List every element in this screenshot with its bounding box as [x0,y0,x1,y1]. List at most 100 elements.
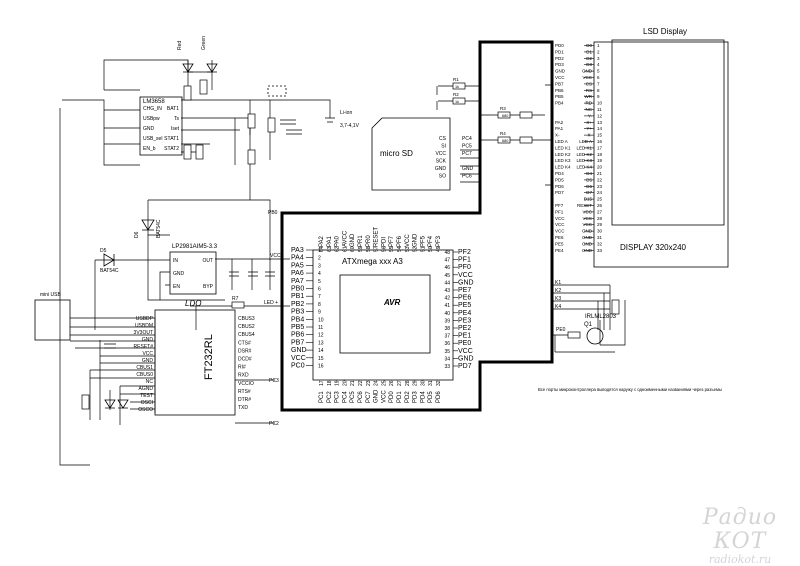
mcu-pin-number: 14 [318,348,324,354]
mcu-pin-name: PC1 [319,391,325,403]
ft232-name: FT232RL [203,334,215,380]
mcu-pin-number: 54 [397,246,403,252]
mcu-pin-name: PB6 [291,332,304,339]
mcu-pin-number: 25 [381,380,387,386]
mcu-pin-number: 11 [318,325,323,331]
mcu-frame [280,40,554,412]
ft232-pins-right: CBUS3CBUS2CBUS4CTS#DSR#DCD#RI#RXDVCCIORT… [238,316,255,411]
mcu-pin-number: 64 [319,246,325,252]
charger-pin-label: BAT1 [167,106,179,112]
mcu-pin-name: PA4 [291,255,304,262]
mcu-pin-name: PF0 [458,264,471,271]
capacitors [104,117,335,349]
mcu-pin-number: 23 [366,380,372,386]
ft232-pin-label: USBDP [136,316,154,322]
mcu-pin-number: 6 [318,287,321,293]
mcu-pin-name: PE6 [458,295,471,302]
mcu-pin-number: 49 [436,246,442,252]
sd-net-label: PC7 [462,151,472,157]
mcu-pin-name: PE7 [458,287,471,294]
mcu-pin-number: 41 [444,303,450,309]
display-net-label: PB7 [555,81,564,86]
resistor-ref: R2 [453,92,459,97]
mcu-pin-name: PC6 [358,391,364,403]
mcu-pin-number: 5 [318,279,321,285]
mcu-pin-name: AVCC [342,230,348,247]
resistor-value: 680 [502,114,508,118]
display-pin-number: 7 [597,81,600,86]
mcu-pin-number: 31 [428,380,434,386]
display-net-label: PE6 [555,235,564,240]
ft232-pin-label: DTR# [238,397,251,403]
sd-title: micro SD [380,149,413,158]
mcu-pin-number: 48 [444,250,450,256]
display-net-label: LED A [555,139,568,144]
mcu-pin-name: PF2 [458,249,471,256]
display-pin-label: VCC [582,75,592,80]
d5-ref: D5 [100,248,107,254]
charger-pin-label: USB_sel [143,136,162,142]
mcu-pin-name: PR1 [358,235,364,247]
sd-net-label: GND [462,166,474,172]
display-net-label: PE4 [555,248,564,253]
mcu-pins-bottom: PC117PC218PC319PC420PC521PC622PC723GND24… [319,380,442,403]
display-pin-label: X+ [586,120,592,125]
ft232-pin-label: AGND [139,386,154,392]
ft232-pin-label: CTS# [238,340,251,346]
backlight-line-label: K2 [555,288,561,294]
mcu-pin-name: VCC [291,355,306,362]
usb-label: mini USB [40,292,62,298]
sd-pin-label: GND [435,166,447,172]
mcu-pin-number: 62 [335,246,341,252]
display-pin-number: 11 [597,107,602,112]
mcu-pin-name: PE2 [458,325,471,332]
mcu-pin-number: 60 [350,246,356,252]
ft232-pin-label: OSCO [138,407,153,413]
mcu-pin-number: 29 [413,380,419,386]
display-pin-number: 15 [597,133,603,138]
display-net-label: GND [555,69,566,74]
display-net-label: VCC [555,75,565,80]
charger-name: LM3658 [143,99,165,105]
ft232-pin-label: CBUS0 [136,372,153,378]
display-pin-number: 27 [597,209,603,214]
sd-pin-label: SCK [436,159,447,165]
charger-pin-label: GND [143,126,155,132]
battery-label: Li-ion [340,110,352,116]
display-net-label: LED K1 [555,145,571,150]
ft232-pin-label: 3V3OUT [134,330,153,336]
mcu-pin-number: 33 [444,364,450,370]
mcu-pin-name: PF6 [397,235,403,247]
mcu-pin-name: PD0 [389,391,395,403]
transistor-symbol [586,327,604,345]
display-pin-number: 28 [597,216,603,221]
mcu-pin-name: VCC [458,348,473,355]
display-pin-number: 29 [597,222,603,227]
charger-pin-label: Iset [171,126,180,132]
mcu-pin-number: 55 [389,246,395,252]
mcu-pin-number: 43 [444,288,450,294]
mcu-pin-number: 46 [444,265,450,271]
pc2-net: PC2 [269,421,279,427]
mcu-pin-name: GND [350,233,356,247]
mcu-pin-number: 8 [318,302,321,308]
display-pin-label: D2 [586,56,592,61]
mcu-pin-name: PA2 [319,235,325,247]
charger-pin-label: STAT2 [164,146,179,152]
mcu-die [339,274,431,354]
ft232-pin-label: GND [142,337,154,343]
resistor-value: 680 [502,139,508,143]
ft232-pin-label: USBDM [135,323,153,329]
display-pin-label: D6 [586,184,592,189]
display-net-label: PD5 [555,177,564,182]
mcu-pins-right: PF248PF147PF046VCC45GND44PE743PE642PE541… [444,249,473,370]
display-pin-label: GND [582,229,593,234]
ft232-pin-label: OSCI [141,400,153,406]
mcu-pin-name: GND [458,279,474,286]
watermark-title: Радио КОТ [702,505,778,554]
display-net-label: PA2 [555,120,564,125]
